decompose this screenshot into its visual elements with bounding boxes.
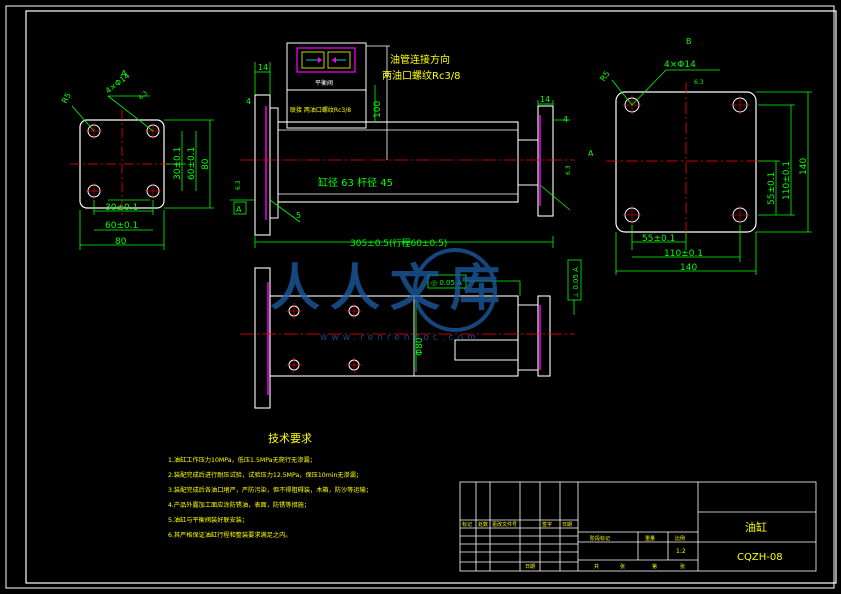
tech-item: 6.其严格保证油缸行程和整装要求满足之内。 — [168, 531, 291, 539]
left-bolt-holes — [87, 124, 160, 198]
oil-pipe-note: 油管连接方向 — [390, 53, 450, 66]
oil-port-thread: 两油口螺纹Rc3/8 — [382, 69, 461, 82]
valve-caption: 平衡阀 — [315, 79, 333, 87]
cylinder-barrel — [277, 121, 519, 203]
right-chamfer-label: R5 — [598, 69, 611, 83]
gap-right-dim: 4 — [563, 115, 568, 124]
left-holes-label: 4×Φ14 — [104, 71, 132, 96]
datum-a: A — [236, 205, 242, 214]
left-h80: 80 — [201, 158, 211, 170]
tb-head: 日期 — [562, 522, 572, 528]
bottom-rod-flange — [537, 295, 551, 377]
hydraulic-symbol: 平衡阀 联接 两油口螺纹Rc3/8 油管连接方向 两油口螺纹Rc3/8 — [286, 42, 461, 160]
right-flange-view: B — [598, 37, 812, 275]
right-view-label: B — [686, 37, 692, 46]
tb-sheet: 张 — [680, 563, 685, 570]
left-h60: 60±0.1 — [187, 147, 197, 180]
tb-sheet: 第 — [652, 563, 657, 570]
left-h30: 30±0.1 — [173, 147, 183, 180]
tech-requirements: 技术要求 1.油缸工作压力10MPa，低压1.5MPa无爬行无渗漏； 2.装配完… — [168, 432, 372, 539]
watermark: 人人文库 www.renrendoc.com — [270, 248, 510, 343]
phi-dim: Φ80 — [415, 337, 425, 356]
title-block-text: 标记 处数 更改文件号 签字 日期 阶段标记 重量 比例 1:2 共 张 第 张… — [462, 520, 783, 570]
tb-scale: 1:2 — [676, 548, 686, 555]
right-h140: 140 — [799, 158, 809, 175]
tb-head: 签字 — [542, 521, 552, 528]
tb-stage: 阶段标记 — [590, 535, 610, 542]
tech-item: 1.油缸工作压力10MPa，低压1.5MPa无爬行无渗漏； — [168, 456, 316, 464]
watermark-url: www.renrendoc.com — [320, 333, 480, 343]
tech-title: 技术要求 — [268, 432, 312, 445]
tech-item: 5.油缸与平衡阀装好联安装； — [168, 516, 248, 524]
roughness-label: 6.3 — [235, 180, 242, 190]
tb-sheet: 共 — [594, 563, 599, 570]
valve-note-box — [286, 89, 367, 129]
valve-symbol-inner — [296, 47, 356, 73]
left-chamfer-label: R5 — [60, 91, 73, 105]
tb-date: 日期 — [525, 564, 535, 570]
part-name: 油缸 — [745, 520, 767, 534]
right-d110: 110±0.1 — [664, 249, 703, 259]
tb-stage: 比例 — [675, 535, 685, 542]
tech-item: 2.装配完成后进行耐压试验，试验压力12.5MPa，保压10min无渗漏； — [168, 471, 362, 479]
right-corner-label: 6.3 — [694, 79, 704, 86]
valve-port-label: 联接 两油口螺纹Rc3/8 — [290, 106, 351, 114]
left-view-label: A — [121, 69, 127, 78]
flange-right-dim: 14 — [540, 95, 550, 104]
left-corner-label: 6.3 — [137, 90, 149, 102]
tb-head: 标记 — [462, 521, 472, 528]
title-block — [459, 481, 817, 572]
tb-stage: 重量 — [645, 535, 655, 542]
datum-a2: A — [588, 149, 594, 158]
flange-left-dim: 14 — [258, 63, 268, 72]
right-d55: 55±0.1 — [642, 234, 675, 244]
right-d140: 140 — [680, 263, 697, 273]
label-4: 4 — [246, 97, 251, 106]
right-holes-label: 4×Φ14 — [664, 60, 696, 70]
tech-item: 3.装配完成后各油口堵严，严防污染，但不得阻碍装，木箱，防沙等运输； — [168, 486, 372, 494]
left-end-flange — [254, 94, 271, 236]
tb-head: 更改文件号 — [492, 521, 517, 528]
perpendicularity-box: ⊥ 0.05 A — [572, 267, 580, 298]
stroke-label: 305±0.5(行程60±0.5) — [350, 237, 447, 249]
coaxiality-box: ◎ 0.05 A — [431, 279, 462, 287]
drawing-number: CQZH-08 — [737, 552, 783, 563]
left-flange-view: A — [60, 69, 214, 250]
label-5: 5 — [296, 211, 301, 220]
inner-border — [25, 10, 837, 584]
height-dim: 100 — [373, 101, 383, 118]
left-d80: 80 — [115, 237, 127, 247]
tb-sheet: 张 — [620, 563, 625, 570]
main-cylinder-view: 14 14 4 100 缸径 63 杆径 45 305±0.5(行程60±0.5… — [230, 62, 594, 249]
right-h110: 110±0.1 — [782, 161, 792, 200]
bore-label: 缸径 63 杆径 45 — [318, 176, 393, 189]
watermark-text: 人人文库 — [270, 259, 510, 317]
bottom-cylinder-view: ◎ 0.05 A ⊥ 0.05 A Φ80 — [240, 259, 582, 409]
roughness-right: 6.3 — [565, 165, 572, 175]
tech-item: 4.产品外露加工面应涂防锈油，表面，防锈等措施； — [168, 501, 310, 509]
right-h55: 55±0.1 — [767, 172, 777, 205]
left-d30: 30±0.1 — [105, 203, 138, 213]
outer-border — [5, 5, 835, 589]
tb-head: 处数 — [478, 521, 488, 528]
left-d60: 60±0.1 — [105, 221, 138, 231]
